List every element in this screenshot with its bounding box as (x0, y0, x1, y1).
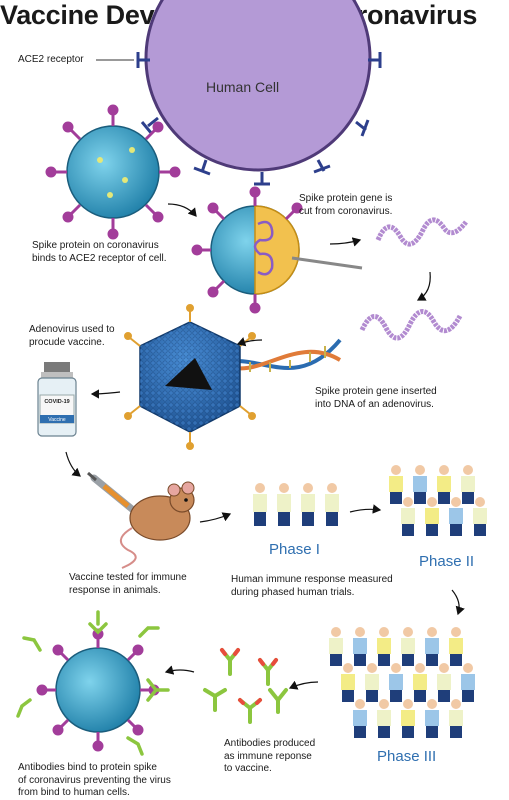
adenovirus-used-label: Adenovirus used to procude vaccine. (29, 324, 115, 348)
spike-gene-strand-1 (375, 217, 468, 247)
human-cell (136, 0, 382, 186)
spike-binds-label: Spike protein on coronavirus binds to AC… (32, 240, 167, 264)
ace2-label: ACE2 receptor (18, 54, 84, 65)
human-cell-label: Human Cell (206, 79, 280, 95)
antibodies-produced-label: Antibodies produced as immune reponse to… (224, 738, 316, 774)
lab-mouse (120, 481, 195, 569)
vial-sublabel: Vaccine (48, 417, 66, 423)
vaccine-vial (37, 362, 77, 437)
human-immune-label: Human immune response measured during ph… (231, 574, 393, 598)
phase-3-people (329, 627, 475, 738)
phase-2-people (389, 465, 487, 536)
adenovirus (124, 304, 256, 450)
person (301, 483, 315, 526)
vial-label: COVID-19 (44, 399, 69, 405)
flow-arrows (65, 203, 465, 690)
spike-gene-strand-2 (359, 309, 463, 341)
antibodies-bind-label: Antibodies bind to protein spike of coro… (18, 762, 171, 798)
gene-inserted-label: Spike protein gene inserted into DNA of … (315, 386, 437, 410)
coronavirus-top (45, 104, 181, 240)
coronavirus-with-antibodies (16, 610, 170, 756)
antibodies (203, 648, 288, 724)
phase-1-people (253, 483, 339, 526)
phase-1-label: Phase I (269, 541, 320, 558)
gene-cut-label: Spike protein gene is cut from coronavir… (299, 193, 393, 217)
person (253, 483, 267, 526)
phase-2-label: Phase II (419, 553, 475, 570)
coronavirus-cut (191, 186, 363, 314)
person (277, 483, 291, 526)
phase-3-label: Phase III (377, 748, 437, 765)
scalpel (291, 256, 363, 270)
person (325, 483, 339, 526)
vaccine-tested-label: Vaccine tested for immune response in an… (69, 572, 187, 596)
